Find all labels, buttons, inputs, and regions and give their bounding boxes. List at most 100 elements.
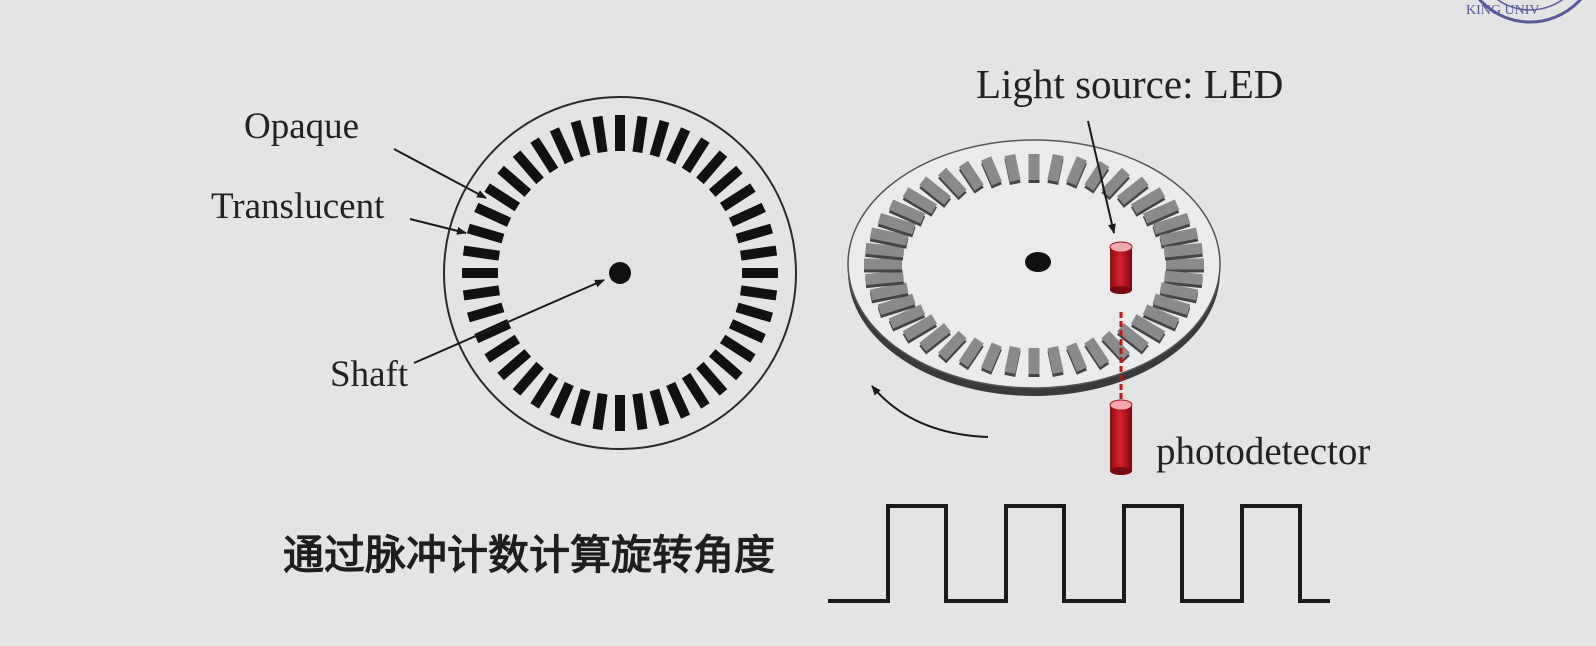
opaque-slot [649, 119, 670, 158]
opaque-slot [484, 183, 521, 212]
opaque-slot [1066, 156, 1087, 186]
opaque-slot [1164, 242, 1203, 258]
opaque-slot [1066, 342, 1087, 372]
opaque-slot [1084, 160, 1110, 191]
opaque-slot [938, 330, 967, 361]
opaque-slots-perspective [864, 153, 1204, 378]
university-logo: KING UNIV [1466, 0, 1583, 24]
opaque-slot [1084, 337, 1110, 368]
opaque-slot [1004, 153, 1021, 182]
opaque-label: Opaque [244, 106, 360, 147]
translucent-label: Translucent [211, 186, 385, 227]
opaque-slot [735, 302, 774, 323]
logo-lettering: KING UNIV [1466, 3, 1540, 18]
opaque-slot [958, 160, 984, 191]
opaque-slot [1004, 346, 1021, 375]
opaque-slot [681, 372, 710, 409]
opaque-slot [462, 245, 500, 261]
opaque-slot [1047, 153, 1064, 182]
opaque-slot [888, 199, 926, 224]
opaque-slot [708, 165, 743, 197]
opaque-slot [735, 223, 774, 244]
opaque-slot [1142, 304, 1180, 329]
opaque-slot [981, 156, 1002, 186]
shaft-dot [609, 262, 631, 284]
opaque-slot [1159, 227, 1199, 246]
opaque-slot [549, 381, 574, 419]
opaque-slot [549, 127, 574, 165]
opaque-pointer [393, 148, 487, 199]
opaque-slot [740, 285, 778, 301]
opaque-slot [1130, 187, 1166, 214]
opaque-slots [462, 115, 778, 431]
light-source-label: Light source: LED [976, 61, 1284, 107]
opaque-slot [728, 202, 766, 227]
opaque-slot [1130, 314, 1166, 341]
opaque-slot [666, 127, 691, 165]
pulse-train-waveform [828, 504, 1330, 603]
opaque-slot [466, 223, 505, 244]
opaque-slot [719, 183, 756, 212]
opaque-slot [681, 137, 710, 174]
opaque-slot [919, 323, 951, 352]
opaque-slot [462, 285, 500, 301]
shaft-dot-perspective [1025, 252, 1051, 272]
opaque-slot [649, 388, 670, 427]
opaque-slot [530, 137, 559, 174]
opaque-slot [497, 165, 532, 197]
opaque-slot [719, 334, 756, 363]
opaque-slot [1152, 213, 1191, 235]
opaque-slot [938, 167, 967, 198]
opaque-slot [865, 242, 904, 258]
opaque-slot [919, 176, 951, 205]
opaque-slot [888, 304, 926, 329]
opaque-slot [1047, 346, 1064, 375]
caption: 通过脉冲计数计算旋转角度 [283, 531, 775, 579]
opaque-slot [708, 349, 743, 381]
code-disk-flat [443, 96, 797, 450]
opaque-slot [474, 319, 512, 344]
opaque-slot [530, 372, 559, 409]
opaque-slot [740, 245, 778, 261]
opaque-slot [497, 349, 532, 381]
opaque-slot [902, 314, 938, 341]
opaque-slot [474, 202, 512, 227]
opaque-slot [512, 361, 544, 396]
photodetector-cylinder [1109, 399, 1133, 475]
opaque-slot [1117, 176, 1149, 205]
opaque-slot [865, 270, 904, 286]
opaque-slot [592, 393, 608, 431]
opaque-slot [592, 115, 608, 153]
opaque-slot [877, 213, 916, 235]
opaque-slot [666, 381, 691, 419]
opaque-slot [632, 393, 648, 431]
led-pointer [1087, 120, 1116, 234]
opaque-slot [1159, 282, 1199, 301]
opaque-slot [696, 361, 728, 396]
opaque-slot [1117, 323, 1149, 352]
opaque-slot [512, 150, 544, 185]
opaque-slot [1152, 293, 1191, 315]
shaft-pointer [413, 279, 605, 364]
opaque-slot [632, 115, 648, 153]
disk-outline [443, 96, 797, 450]
opaque-slot [1164, 270, 1203, 286]
shaft-label: Shaft [330, 354, 409, 395]
photodetector-label: photodetector [1156, 430, 1371, 473]
opaque-slot [484, 334, 521, 363]
opaque-slot [869, 227, 909, 246]
opaque-slot [466, 302, 505, 323]
opaque-slot [877, 293, 916, 315]
opaque-slot [902, 187, 938, 214]
opaque-slot [869, 282, 909, 301]
opaque-slot [728, 319, 766, 344]
translucent-pointer [409, 218, 467, 235]
opaque-slot [1101, 167, 1130, 198]
opaque-slot [696, 150, 728, 185]
opaque-slot [1142, 199, 1180, 224]
code-disk-perspective [847, 139, 1221, 396]
opaque-slot [958, 337, 984, 368]
opaque-slot [981, 342, 1002, 372]
